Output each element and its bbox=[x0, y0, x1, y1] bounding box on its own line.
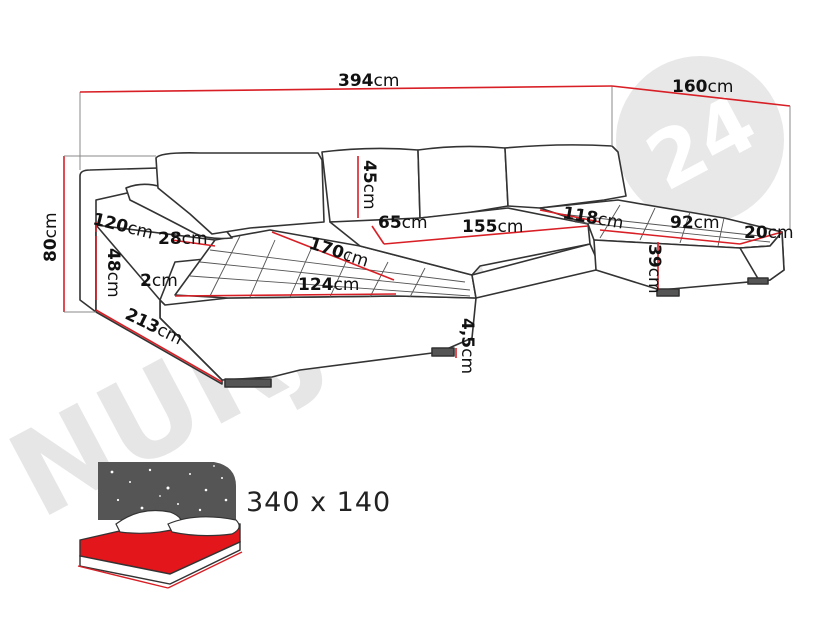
leg-front-left bbox=[224, 378, 272, 388]
label-seat-height: 39cm bbox=[644, 244, 664, 294]
label-middle-seat-width: 155cm bbox=[462, 217, 523, 237]
label-arm-width: 28cm bbox=[158, 229, 208, 249]
dim-right-length-line bbox=[539, 209, 601, 223]
dim-overall-width-line bbox=[79, 85, 613, 93]
label-cushion-thickness: 2cm bbox=[140, 271, 178, 291]
dim-arm-width-line bbox=[171, 239, 216, 247]
back-cushion-1 bbox=[155, 152, 325, 235]
left-seat-tufting bbox=[189, 235, 471, 298]
label-right-seat-width: 92cm bbox=[670, 213, 720, 233]
dim-left-seat-length-line bbox=[271, 231, 395, 281]
leg-right-end bbox=[747, 277, 769, 285]
label-seat-depth: 65cm bbox=[378, 213, 428, 233]
back-cushion-3 bbox=[417, 145, 509, 219]
label-arm-height: 48cm bbox=[103, 248, 123, 298]
label-right-arm-width: 20cm bbox=[744, 223, 794, 243]
bed-dim-line-length bbox=[77, 565, 169, 589]
bed-icon: 340 x 140 bbox=[77, 462, 391, 589]
dim-chaise-depth-line bbox=[611, 85, 791, 107]
right-seat-tufting bbox=[559, 204, 771, 247]
dim-middle-width-line bbox=[383, 225, 589, 245]
dim-right-width-line bbox=[599, 229, 741, 245]
label-overall-width: 394cm bbox=[338, 71, 399, 91]
label-left-seat-width: 124cm bbox=[298, 275, 359, 295]
dim-right-arm-line bbox=[739, 231, 783, 245]
sofa-outline bbox=[79, 144, 785, 388]
bed-stars bbox=[110, 465, 228, 512]
dim-seat-depth-line bbox=[371, 225, 385, 245]
dim-left-seat-width-line bbox=[174, 293, 397, 297]
dim-left-chaise-length-line bbox=[95, 309, 223, 383]
leg-right-front bbox=[656, 288, 680, 297]
watermark-badge-circle bbox=[616, 56, 784, 224]
bed-pillow-2 bbox=[167, 516, 240, 537]
label-leg-height: 4,5cm bbox=[457, 318, 477, 374]
label-right-seat-length: 118cm bbox=[561, 203, 625, 233]
label-chaise-depth: 160cm bbox=[672, 77, 733, 97]
dimension-lines bbox=[63, 85, 791, 383]
leg-front-middle bbox=[431, 347, 455, 357]
bed-size-label: 340 x 140 bbox=[246, 487, 391, 518]
label-backrest-height: 45cm bbox=[359, 160, 379, 210]
label-height: 80cm bbox=[41, 212, 61, 262]
bed-dim-line-width bbox=[167, 551, 243, 589]
dimension-labels: 394cm 160cm 80cm 45cm 65cm 155cm 118cm 9… bbox=[41, 71, 794, 374]
bed-starry-backdrop bbox=[98, 462, 236, 520]
back-cushion-4 bbox=[504, 144, 627, 209]
